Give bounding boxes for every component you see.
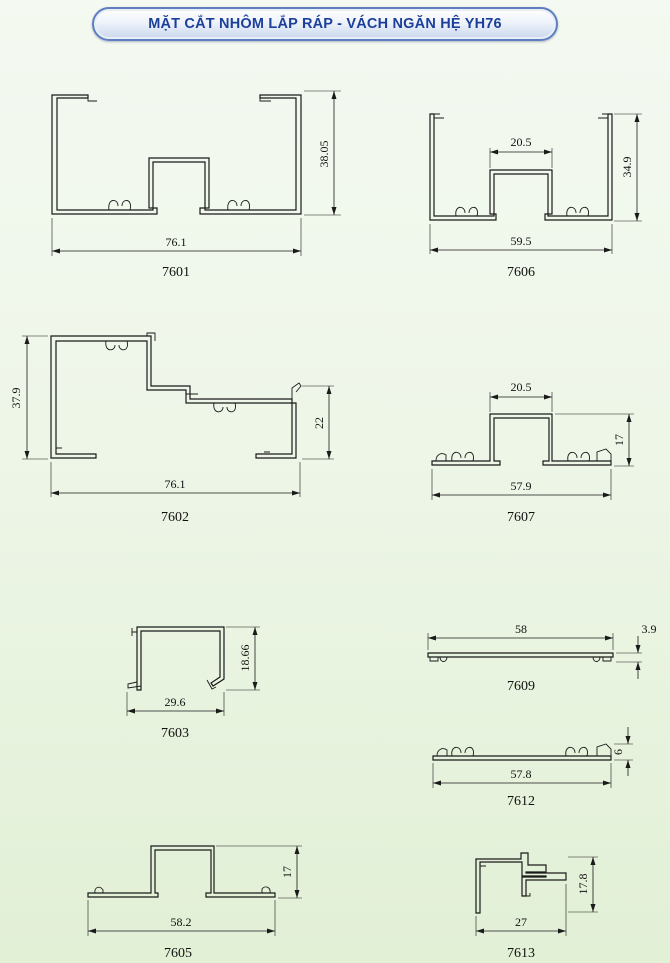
profile-7613: 17.8 27 7613 — [475, 852, 598, 961]
profile-7609: 58 3.9 7609 — [427, 622, 657, 694]
dim-height-7612: 6 — [611, 749, 625, 755]
code-7601: 7601 — [162, 265, 190, 280]
dim-width-7603: 29.6 — [165, 695, 186, 709]
code-7603: 7603 — [161, 726, 189, 741]
dim-width-7605: 58.2 — [171, 915, 192, 929]
dim-inner-7607: 20.5 — [511, 380, 532, 394]
profile-7606: 20.5 59.5 34.9 7606 — [429, 113, 642, 280]
code-7612: 7612 — [507, 794, 535, 809]
dim-width-7613: 27 — [515, 915, 527, 929]
code-7613: 7613 — [507, 946, 535, 961]
dim-height-7603: 18.66 — [238, 645, 252, 672]
dim-width-7609: 58 — [515, 622, 527, 636]
profile-7601: 76.1 38.05 7601 — [51, 90, 341, 280]
dim-step-7602: 22 — [312, 417, 326, 429]
dim-width-7612: 57.8 — [511, 767, 532, 781]
code-7607: 7607 — [507, 510, 535, 525]
dim-width-7602: 76.1 — [165, 477, 186, 491]
title-banner: MẶT CẮT NHÔM LẮP RÁP - VÁCH NGĂN HỆ YH76 — [92, 7, 558, 41]
dim-height-7602: 37.9 — [9, 388, 23, 409]
dim-width-7607: 57.9 — [511, 479, 532, 493]
dim-height-7609: 3.9 — [642, 622, 657, 636]
dim-height-7607: 17 — [612, 434, 626, 446]
code-7602: 7602 — [161, 510, 189, 525]
code-7605: 7605 — [164, 946, 192, 961]
page-title: MẶT CẮT NHÔM LẮP RÁP - VÁCH NGĂN HỆ YH76 — [148, 16, 502, 32]
dim-inner-7606: 20.5 — [511, 135, 532, 149]
dim-height-7613: 17.8 — [576, 874, 590, 895]
dim-height-7606: 34.9 — [620, 157, 634, 178]
profile-7605: 17 58.2 7605 — [87, 845, 302, 961]
profile-7602: 76.1 37.9 22 7602 — [9, 332, 334, 525]
dim-width-7606: 59.5 — [511, 234, 532, 248]
dim-height-7605: 17 — [280, 866, 294, 878]
code-7609: 7609 — [507, 679, 535, 694]
profile-7612: 6 57.8 7612 — [432, 727, 633, 809]
dim-width-7601: 76.1 — [166, 235, 187, 249]
profile-7607: 20.5 17 57.9 7607 — [431, 380, 634, 525]
code-7606: 7606 — [507, 265, 535, 280]
dim-height-7601: 38.05 — [317, 141, 331, 168]
profile-7603: 18.66 29.6 7603 — [126, 626, 260, 741]
